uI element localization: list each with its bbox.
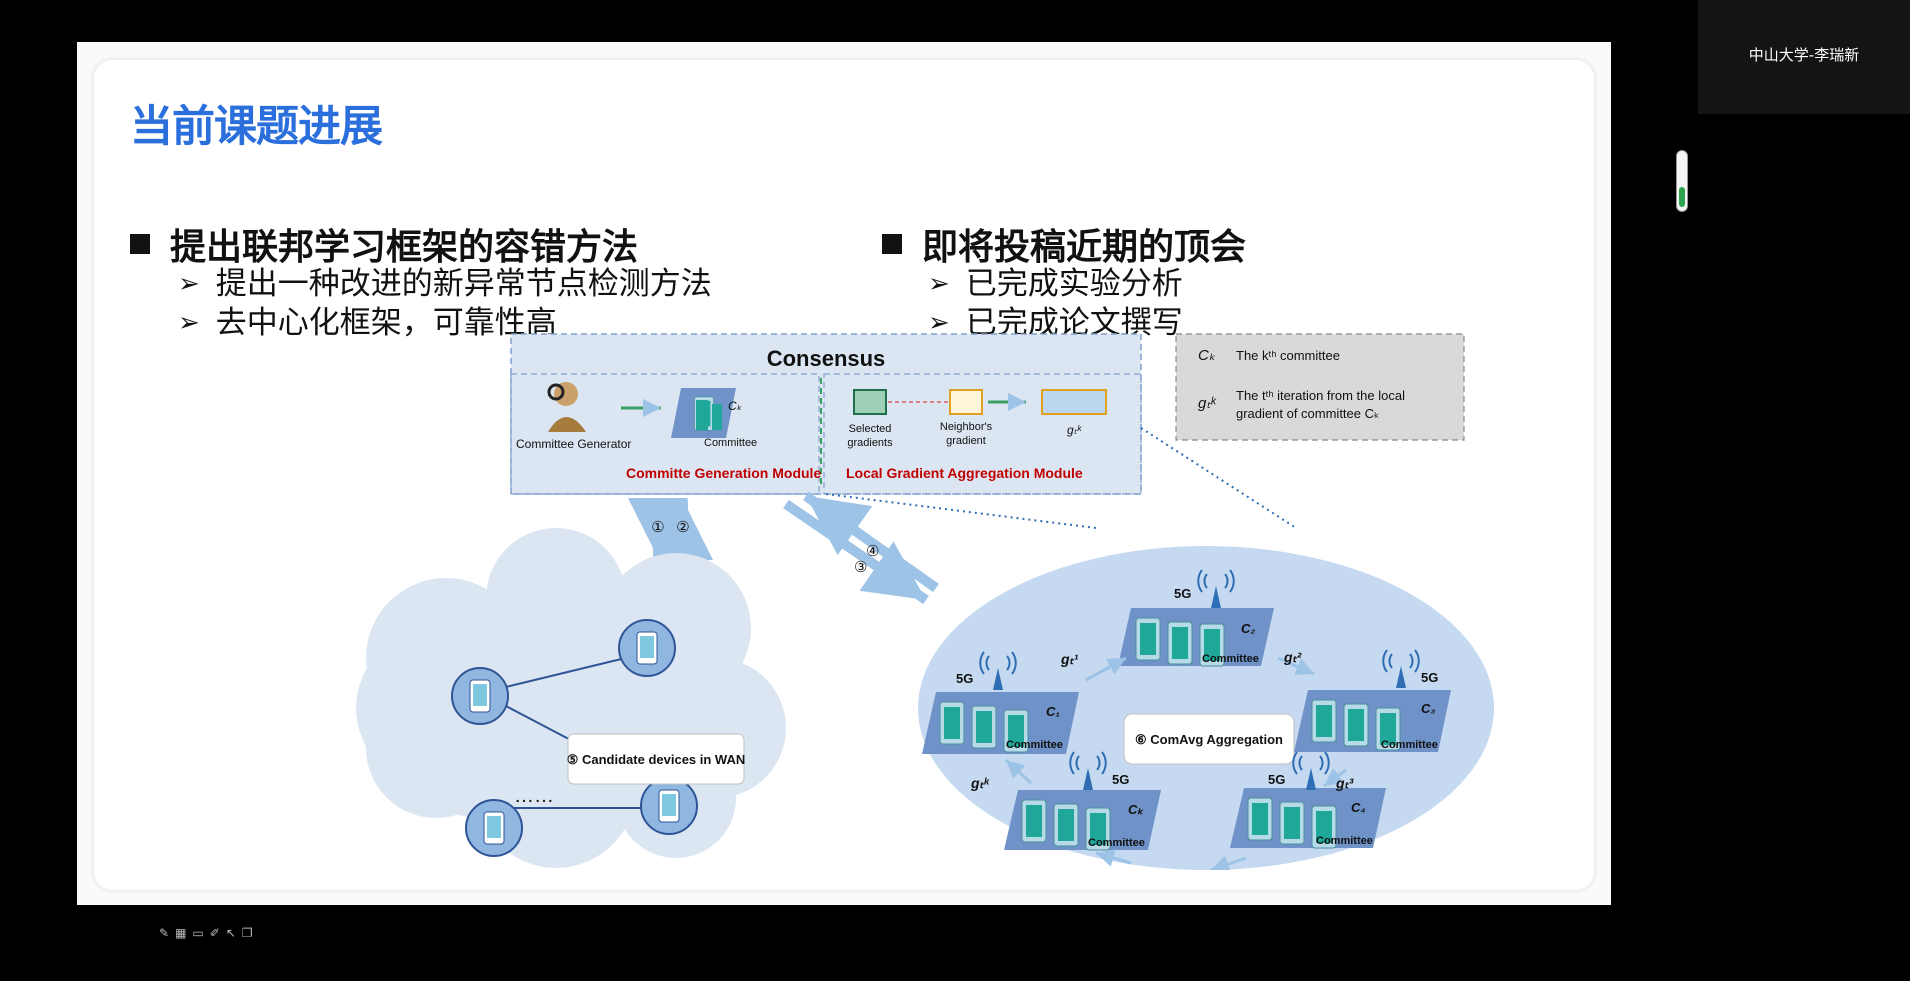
svg-text:gₜᵏ: gₜᵏ — [1198, 395, 1217, 412]
aggregated-gradient-box — [1041, 389, 1107, 415]
svg-text:Committee: Committee — [1381, 739, 1438, 751]
highlight-icon[interactable]: ✐ — [209, 926, 220, 940]
svg-text:Cₖ: Cₖ — [1198, 347, 1216, 364]
committee-generator-label: Committee Generator — [516, 437, 631, 451]
committee-c1: C₁ Committee 5G — [922, 651, 1079, 754]
svg-text:Neighbor's: Neighbor's — [940, 421, 993, 433]
local-gradient-aggregation-module-label: Local Gradient Aggregation Module — [846, 465, 1083, 481]
committee-c4: C₄ Committee 5G — [1230, 751, 1386, 849]
slide-title: 当前课题进展 — [130, 102, 383, 152]
legend-box — [1175, 333, 1465, 441]
committee-c3: C₃ Committee 5G — [1294, 649, 1451, 752]
gradient-label: gₜ¹ — [1060, 651, 1079, 667]
committee-ck: Cₖ Committee 5G — [1004, 751, 1161, 851]
svg-text:The tᵗʰ iteration from the loc: The tᵗʰ iteration from the local — [1236, 388, 1405, 403]
committee-c2: C₂ Committee 5G — [1118, 569, 1274, 667]
arrow-bullet-icon: ➢ — [178, 269, 200, 299]
annotation-toolbar[interactable]: ✎ ▦ ▭ ✐ ↖ ❐ — [159, 926, 253, 940]
device-node-icon — [465, 799, 523, 857]
vertical-scrollbar[interactable] — [1676, 150, 1688, 212]
gradient-label: gₜ³ — [1335, 775, 1354, 791]
gradient-label: gₜ² — [1283, 649, 1302, 665]
shared-screen: 当前课题进展 提出联邦学习框架的容错方法 ➢提出一种改进的新异常节点检测方法 ➢… — [77, 42, 1688, 940]
participant-name: 中山大学-李瑞新 — [1748, 45, 1860, 64]
step-1-marker: ① — [651, 519, 664, 536]
grid-icon[interactable]: ▦ — [175, 926, 187, 940]
comavg-label: ⑥ ComAvg Aggregation — [1135, 732, 1283, 747]
left-sub-list: ➢提出一种改进的新异常节点检测方法 ➢去中心化框架，可靠性高 — [178, 265, 712, 343]
svg-text:C₂: C₂ — [1241, 621, 1255, 636]
scroll-thumb[interactable] — [1679, 187, 1685, 207]
square-bullet-icon — [882, 234, 902, 254]
device-node-icon — [640, 777, 698, 835]
slide: 当前课题进展 提出联邦学习框架的容错方法 ➢提出一种改进的新异常节点检测方法 ➢… — [94, 60, 1594, 890]
list-item: ➢去中心化框架，可靠性高 — [178, 305, 557, 341]
committee-generator-icon — [547, 382, 586, 432]
step-2-marker: ② — [676, 519, 689, 536]
svg-text:C₁: C₁ — [1046, 704, 1060, 719]
device-node-icon — [451, 667, 509, 725]
wan-cloud — [356, 528, 786, 868]
square-bullet-icon — [130, 234, 150, 254]
comavg-box — [1123, 713, 1295, 765]
pen-icon[interactable]: ✎ — [159, 926, 170, 940]
consensus-title: Consensus — [767, 346, 886, 371]
svg-text:C₄: C₄ — [1351, 800, 1366, 815]
svg-text:Cₖ: Cₖ — [728, 399, 743, 413]
pointer-icon[interactable]: ↖ — [225, 926, 236, 940]
svg-text:5G: 5G — [956, 671, 973, 686]
shape-icon[interactable]: ▭ — [192, 926, 204, 940]
arrow-bullet-icon: ➢ — [928, 308, 950, 338]
svg-text:C₃: C₃ — [1421, 701, 1435, 716]
svg-text:Committee: Committee — [1088, 837, 1145, 849]
svg-text:Selected: Selected — [849, 423, 892, 435]
neighbor-gradient-box — [949, 389, 983, 415]
gradient-label: gₜᵏ — [970, 775, 991, 791]
svg-text:gradient: gradient — [946, 435, 986, 447]
selected-gradients-box — [853, 389, 887, 415]
step-4-marker: ④ — [866, 543, 879, 560]
svg-text:gₜᵏ: gₜᵏ — [1067, 423, 1082, 437]
svg-text:……: …… — [514, 785, 554, 807]
left-heading-text: 提出联邦学习框架的容错方法 — [170, 227, 639, 268]
candidate-devices-box — [567, 733, 745, 785]
committe-generation-module-label: Committe Generation Module — [626, 465, 821, 481]
candidate-devices-label: ⑤ Candidate devices in WAN — [567, 752, 746, 767]
svg-text:Committee: Committee — [1006, 739, 1063, 751]
committee-label: Committee — [704, 437, 757, 449]
list-item: ➢提出一种改进的新异常节点检测方法 — [178, 266, 712, 302]
arrow-bullet-icon: ➢ — [178, 308, 200, 338]
svg-text:The kᵗʰ committee: The kᵗʰ committee — [1236, 348, 1340, 363]
left-bullet-heading: 提出联邦学习框架的容错方法 — [130, 218, 638, 270]
svg-text:gradients: gradients — [847, 437, 893, 449]
list-item: ➢已完成实验分析 — [928, 266, 1183, 302]
participant-video-tile[interactable]: 中山大学-李瑞新 — [1698, 0, 1910, 114]
svg-text:gradient of committee Cₖ: gradient of committee Cₖ — [1236, 406, 1380, 421]
svg-text:…: … — [1186, 854, 1208, 870]
svg-text:5G: 5G — [1421, 670, 1438, 685]
svg-text:5G: 5G — [1112, 772, 1129, 787]
copy-icon[interactable]: ❐ — [241, 926, 253, 940]
framework-diagram: Consensus Committee Generator Cₖ Committ… — [356, 333, 1494, 870]
svg-text:5G: 5G — [1268, 772, 1285, 787]
svg-text:Cₖ: Cₖ — [1128, 802, 1144, 817]
arrow-bullet-icon: ➢ — [928, 269, 950, 299]
svg-text:Committee: Committee — [1202, 653, 1259, 665]
svg-text:5G: 5G — [1174, 586, 1191, 601]
right-heading-text: 即将投稿近期的顶会 — [922, 227, 1247, 268]
step-3-marker: ③ — [854, 559, 867, 576]
svg-text:Committee: Committee — [1316, 835, 1373, 847]
device-node-icon — [618, 619, 676, 677]
right-bullet-heading: 即将投稿近期的顶会 — [882, 218, 1246, 270]
